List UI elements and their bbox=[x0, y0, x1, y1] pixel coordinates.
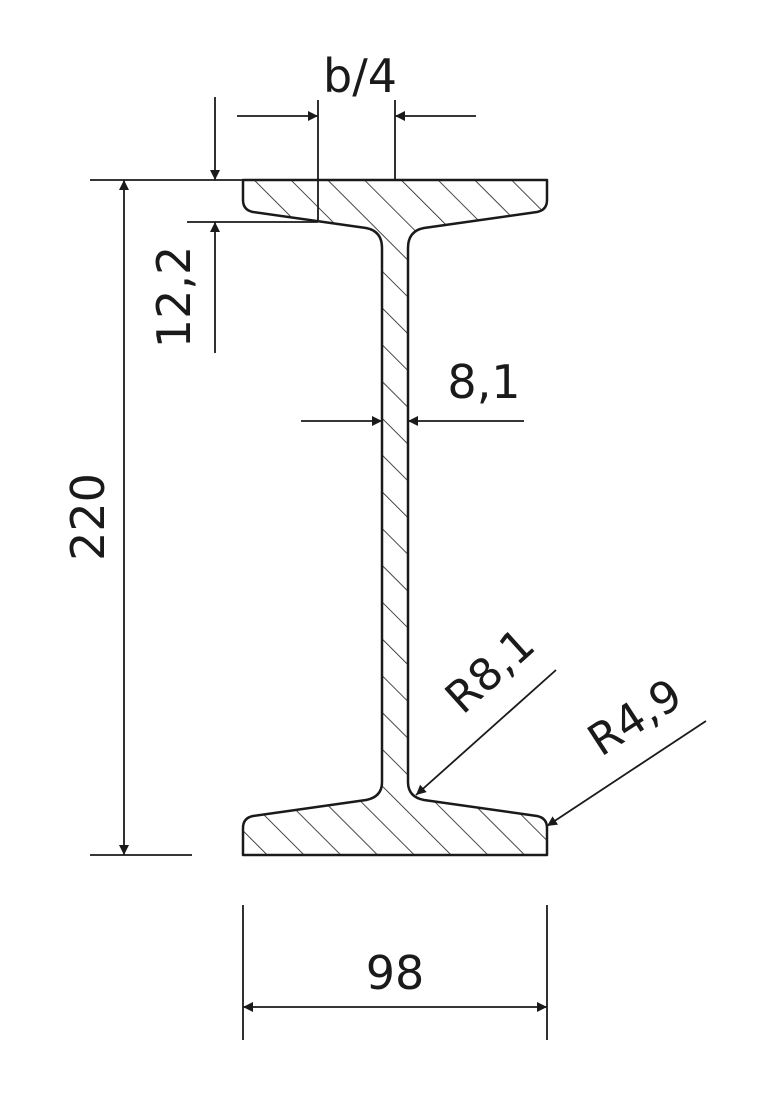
web-thickness-label: 8,1 bbox=[447, 355, 520, 409]
root-radius-label: R8,1 bbox=[436, 619, 545, 724]
toe-radius-label: R4,9 bbox=[579, 669, 691, 767]
root-radius-leader bbox=[415, 669, 557, 796]
dimension-toe-radius bbox=[546, 720, 707, 827]
b4-label: b/4 bbox=[323, 49, 397, 103]
dimension-b4 bbox=[237, 100, 476, 222]
total-height-label: 220 bbox=[61, 473, 115, 561]
toe-radius-leader bbox=[546, 720, 707, 827]
dimension-root-radius bbox=[415, 669, 557, 796]
flange-thickness-label: 12,2 bbox=[147, 246, 201, 348]
dimension-flange-thickness bbox=[187, 97, 318, 353]
flange-width-label: 98 bbox=[366, 946, 425, 1000]
dimension-total-height bbox=[90, 179, 243, 856]
i-beam-profile bbox=[241, 178, 549, 857]
beam-section-outline bbox=[241, 178, 549, 857]
dimension-flange-width bbox=[242, 905, 548, 1040]
